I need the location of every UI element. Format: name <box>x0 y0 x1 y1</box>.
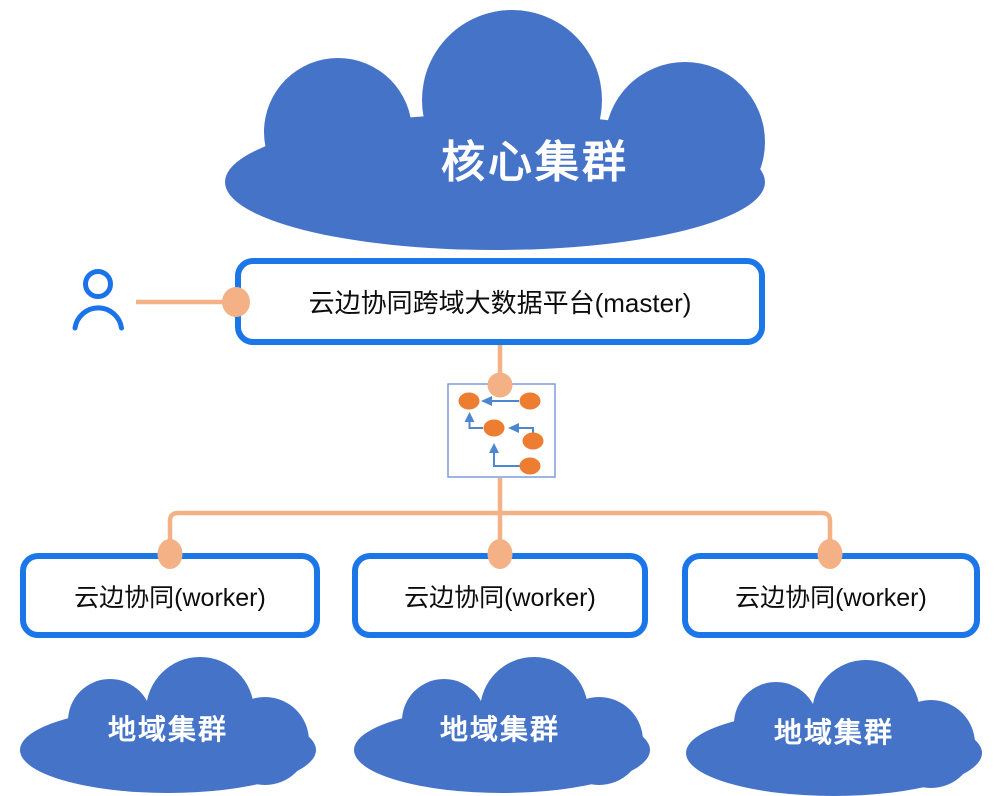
master-node-label: 云边协同跨域大数据平台(master) <box>308 288 692 318</box>
master-node-box: 云边协同跨域大数据平台(master) <box>235 258 765 345</box>
region-cloud-1 <box>20 657 316 793</box>
connector-lines <box>136 299 833 553</box>
user-icon <box>72 269 124 331</box>
worker-node-box-2: 云边协同(worker) <box>352 553 648 638</box>
worker-node-label-2: 云边协同(worker) <box>404 583 596 612</box>
region-cloud-2 <box>354 657 650 793</box>
worker-node-label-3: 云边协同(worker) <box>735 583 927 612</box>
worker-node-label-1: 云边协同(worker) <box>74 583 266 612</box>
connector-branch-to-workers <box>167 510 833 553</box>
workflow-dag-icon <box>447 383 556 478</box>
region-cloud-3 <box>686 660 982 796</box>
worker-node-box-1: 云边协同(worker) <box>20 553 320 638</box>
worker-node-box-3: 云边协同(worker) <box>682 553 980 638</box>
core-cluster-cloud <box>225 10 765 250</box>
